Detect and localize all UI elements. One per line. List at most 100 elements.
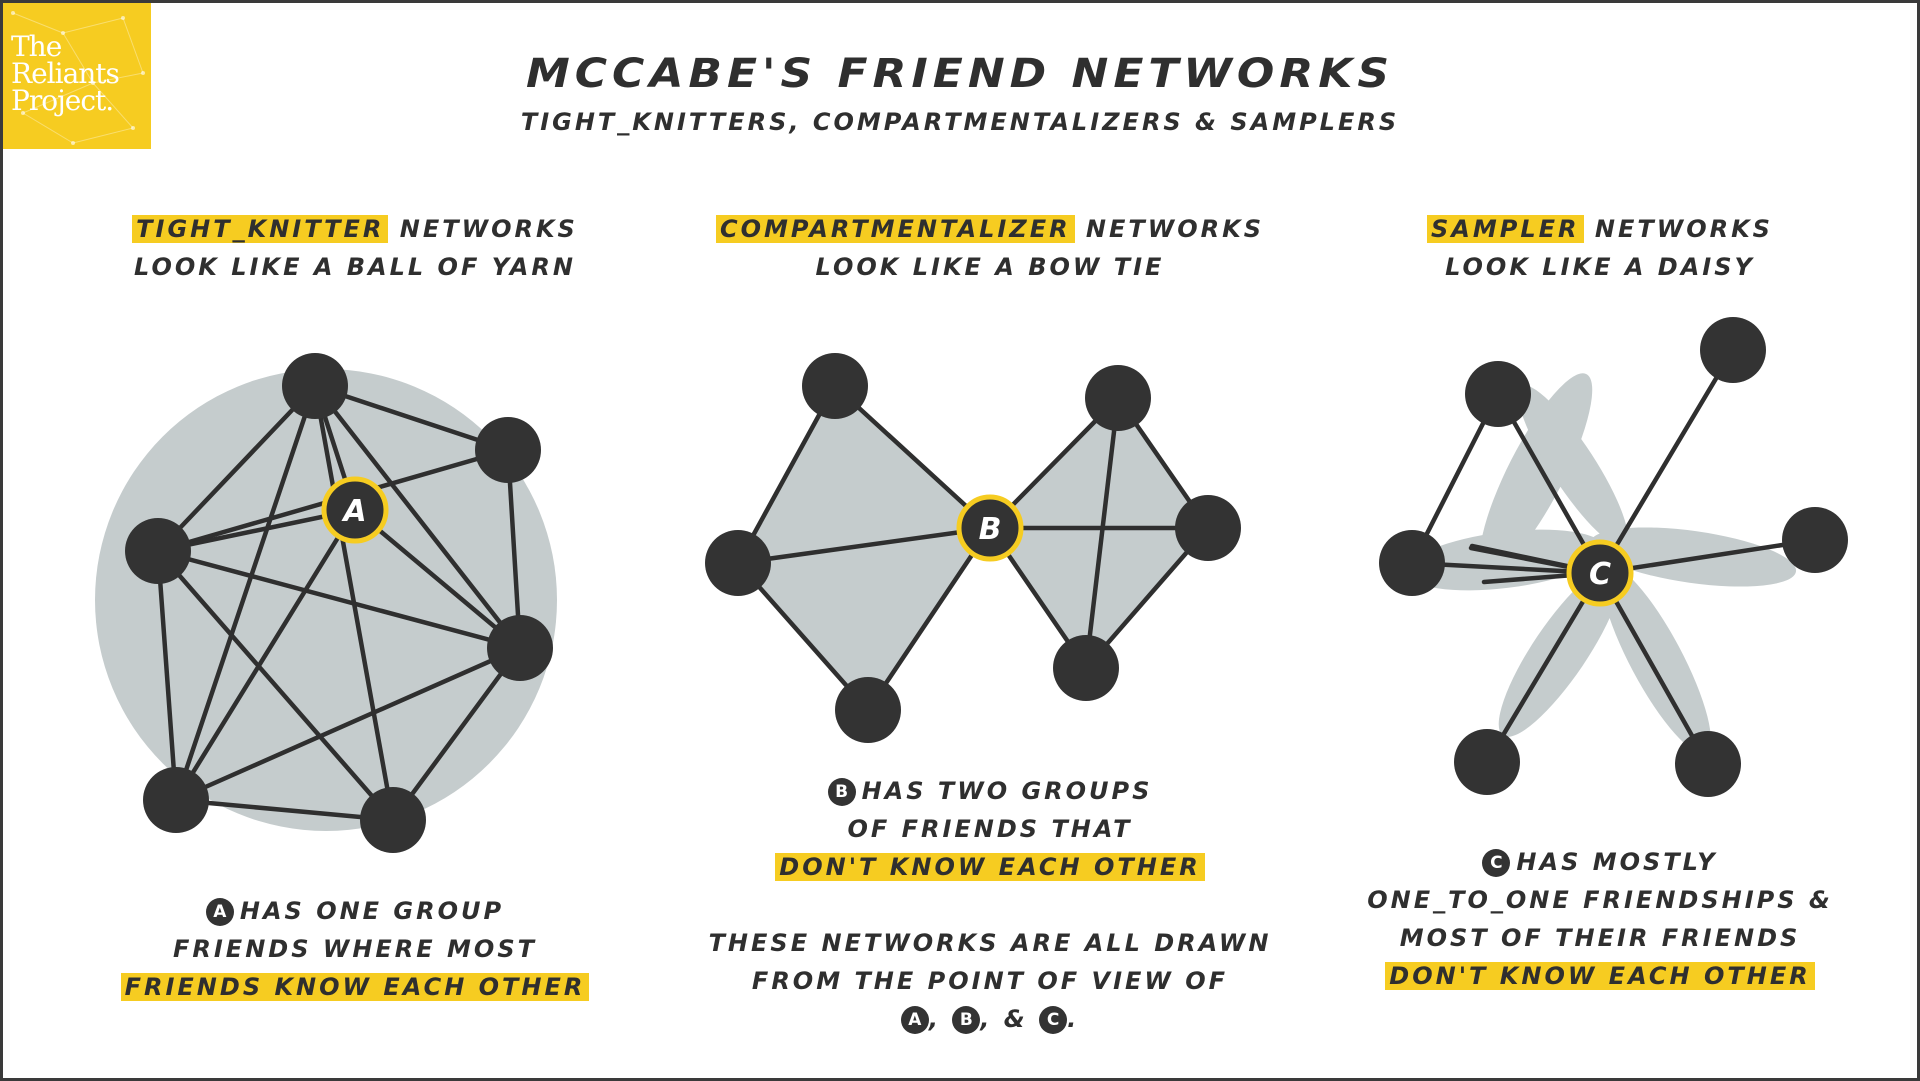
page-title: McCabe's Friend Networks	[525, 50, 1395, 97]
compartmentalizer-description: Bhas two groups of friends that don't kn…	[690, 772, 1290, 886]
footnote-line2: from the point of view of	[751, 967, 1229, 995]
edge	[1597, 570, 1711, 767]
edge	[1495, 391, 1603, 576]
friend-node	[125, 518, 191, 584]
footnote-sep1: ,	[928, 1005, 941, 1033]
badge-a-icon: A	[205, 898, 234, 926]
tight-knitter-heading: Tight_knitter networks look like a ball …	[60, 210, 650, 286]
sampler-heading-rest: networks	[1594, 215, 1773, 243]
yarn-ball-background	[95, 369, 557, 831]
edge	[173, 645, 523, 803]
friend-node	[282, 353, 348, 419]
edge	[1597, 347, 1736, 576]
edge	[312, 383, 511, 453]
friend-node	[475, 417, 541, 483]
center-node-c	[1566, 539, 1634, 607]
sampler-description: Chas mostly one_to_one friendships & mos…	[1300, 843, 1900, 995]
compartmentalizer-heading-line2: look like a bow tie	[815, 253, 1165, 281]
edge	[155, 507, 358, 554]
friend-node	[1465, 361, 1531, 427]
footnote-badge-a-icon: A	[900, 1006, 929, 1034]
logo-wordmark: The Reliants Project.	[11, 30, 120, 117]
daisy-petal	[1518, 385, 1628, 547]
friend-node	[1085, 365, 1151, 431]
compartmentalizer-heading: Compartmentalizer networks look like a b…	[690, 210, 1290, 286]
edge	[865, 525, 993, 713]
bow-tie-left-fill	[738, 386, 990, 710]
footnote-badge-b-icon: B	[952, 1006, 981, 1034]
footnote: These networks are all drawn from the po…	[690, 924, 1290, 1038]
compartmentalizer-network: B	[705, 353, 1241, 743]
page-subtitle: Tight_knitters, Compartmentalizers & Sam…	[520, 108, 1400, 136]
tight-knitter-desc-line2: friends where most	[173, 935, 537, 963]
daisy-petal	[1601, 564, 1711, 754]
center-node-b-label: B	[979, 512, 1002, 547]
tight-knitter-desc-highlight: friends know each other	[120, 973, 590, 1001]
edge	[352, 507, 523, 651]
tight-knitter-network: A	[95, 353, 557, 853]
edge	[155, 548, 396, 823]
friend-node	[1053, 635, 1119, 701]
center-node-b	[956, 494, 1024, 562]
footnote-badge-c-icon: C	[1039, 1006, 1068, 1034]
logo-line-1: The	[11, 30, 62, 63]
edge	[832, 383, 993, 531]
bow-tie-right-fill	[990, 398, 1208, 668]
center-node-a	[321, 476, 389, 544]
friend-node	[1454, 729, 1520, 795]
edge	[173, 383, 318, 803]
edge	[1083, 395, 1121, 671]
edge	[1484, 570, 1603, 765]
sampler-network: C	[1379, 317, 1848, 797]
compartmentalizer-heading-rest: networks	[1085, 215, 1265, 243]
footnote-line1: These networks are all drawn	[708, 929, 1272, 957]
friend-node	[705, 530, 771, 596]
edge	[735, 383, 838, 566]
edge	[173, 507, 358, 803]
sampler-heading: Sampler networks look like a daisy	[1300, 210, 1900, 286]
edge	[155, 383, 318, 554]
badge-b-icon: B	[827, 778, 856, 806]
edge	[155, 548, 179, 803]
compartmentalizer-desc-highlight: don't know each other	[775, 853, 1205, 881]
logo-line-2: Reliants	[11, 57, 120, 90]
compartmentalizer-type-label: Compartmentalizer	[715, 215, 1075, 243]
edge	[312, 383, 523, 651]
edge	[390, 645, 523, 823]
edge	[735, 525, 993, 566]
footnote-end: .	[1067, 1005, 1080, 1033]
compartmentalizer-desc-line1: has two groups	[861, 777, 1153, 805]
footnote-sep2: , &	[980, 1005, 1028, 1033]
edge	[1597, 537, 1818, 576]
reliants-project-logo: The Reliants Project.	[3, 3, 151, 149]
friend-node	[1782, 507, 1848, 573]
friend-node	[143, 767, 209, 833]
sampler-type-label: Sampler	[1427, 215, 1584, 243]
tight-knitter-description: Ahas one group friends where most friend…	[60, 892, 650, 1006]
tight-knitter-desc-line1: has one group	[239, 897, 505, 925]
logo-line-3: Project.	[11, 84, 114, 117]
sampler-desc-highlight: don't know each other	[1385, 962, 1815, 990]
friend-node	[1700, 317, 1766, 383]
edge	[155, 548, 523, 651]
sampler-desc-line1: has mostly	[1516, 848, 1718, 876]
friend-node	[1379, 530, 1445, 596]
tight-knitter-heading-rest: networks	[399, 215, 578, 243]
compartmentalizer-desc-line2: of friends that	[847, 815, 1133, 843]
tight-knitter-heading-line2: look like a ball of yarn	[134, 253, 576, 281]
friend-node	[802, 353, 868, 419]
logo-constellation-pattern	[11, 11, 145, 145]
tight-knitter-type-label: Tight_knitter	[132, 215, 389, 243]
sampler-desc-line3: most of their friends	[1399, 924, 1801, 952]
edge	[505, 447, 523, 651]
friend-node	[487, 615, 553, 681]
edge	[173, 797, 396, 823]
center-node-a-label: A	[341, 494, 366, 529]
friend-node	[1675, 731, 1741, 797]
friend-node	[1175, 495, 1241, 561]
badge-c-icon: C	[1482, 849, 1511, 877]
sampler-heading-line2: look like a daisy	[1445, 253, 1755, 281]
friend-node	[360, 787, 426, 853]
friend-node	[835, 677, 901, 743]
